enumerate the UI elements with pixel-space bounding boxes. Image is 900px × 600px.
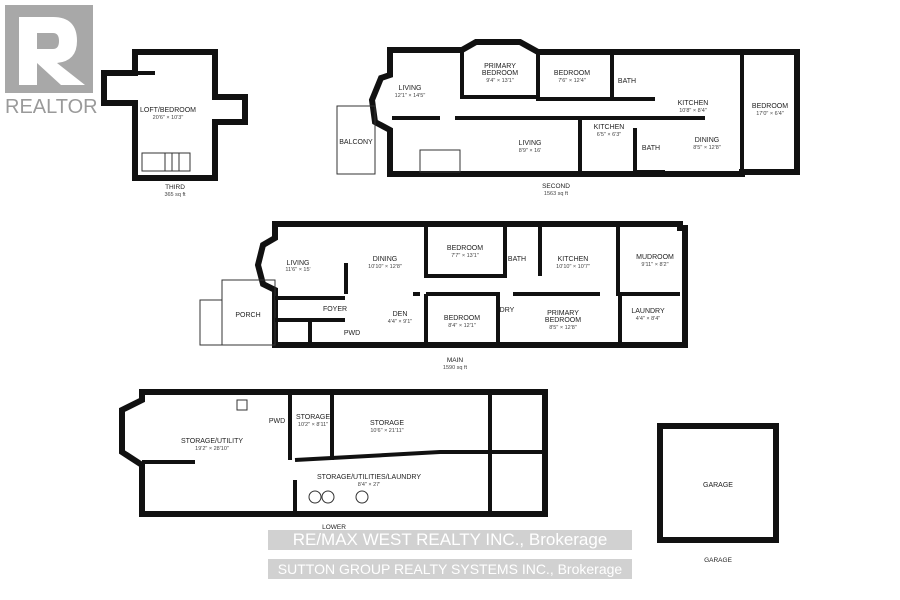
room-label: KITCHEN [678, 100, 709, 107]
room-dimensions: 7'6" × 12'4" [558, 78, 586, 84]
room-dimensions: 8'4" × 12'1" [448, 323, 476, 329]
room-label: PWD [269, 418, 285, 425]
room-dimensions: 19'2" × 28'10" [195, 446, 229, 452]
room-dimensions: 12'1" × 14'5" [395, 93, 426, 99]
room-dimensions: 17'0" × 6'4" [756, 111, 784, 117]
room-label: BEDROOM [447, 245, 483, 252]
floor-name: SECOND [542, 183, 570, 190]
room-dimensions: 7'7" × 13'1" [451, 253, 479, 259]
room-label: KITCHEN [594, 124, 625, 131]
second-floor: LIVING 12'1" × 14'5" PRIMARY BEDROOM 9'4… [336, 39, 800, 197]
room-label: STORAGE [296, 414, 330, 421]
room-label: STORAGE/UTILITIES/LAUNDRY [317, 474, 421, 481]
floor-area: 1590 sq ft [443, 365, 468, 371]
room-label-line2: BEDROOM [482, 70, 518, 77]
room-dimensions: 6'5" × 6'3" [597, 132, 622, 138]
room-dimensions: 9'4" × 13'1" [486, 78, 514, 84]
room-label: GARAGE [703, 482, 733, 489]
room-label: BEDROOM [752, 103, 788, 110]
room-dimensions: 11'6" × 15' [285, 267, 310, 273]
room-label: FOYER [323, 306, 347, 313]
room-label: BEDROOM [444, 315, 480, 322]
room-label: BEDROOM [554, 70, 590, 77]
main-floor: LIVING 11'6" × 15' DINING 10'10" × 12'8"… [199, 221, 688, 371]
room-label: KITCHEN [558, 256, 589, 263]
room-label: PWD [344, 330, 360, 337]
floor-name: GARAGE [704, 557, 732, 564]
brokerage-watermark: SUTTON GROUP REALTY SYSTEMS INC., Broker… [268, 559, 632, 579]
floor-name: THIRD [165, 184, 185, 191]
room-label: PRIMARY [547, 310, 579, 317]
room-label: DRY [500, 307, 515, 314]
room-label: DEN [393, 311, 408, 318]
realtor-logo-text: REALTOR [5, 96, 98, 118]
room-dimensions: 4'4" × 8'4" [636, 316, 661, 322]
room-label: DINING [695, 137, 720, 144]
floor-name: LOWER [322, 524, 346, 531]
room-label: LAUNDRY [631, 308, 665, 315]
room-label: DINING [373, 256, 398, 263]
room-dimensions: 10'10" × 10'7" [556, 264, 590, 270]
room-label: LOFT/BEDROOM [140, 107, 196, 114]
room-label: LIVING [399, 85, 422, 92]
room-dimensions: 20'6" × 10'3" [153, 115, 184, 121]
room-label: PRIMARY [484, 63, 516, 70]
room-dimensions: 10'2" × 8'11" [298, 422, 328, 428]
room-dimensions: 10'10" × 12'8" [368, 264, 402, 270]
room-dimensions: 8'4" × 27' [358, 482, 381, 488]
brokerage-watermark: RE/MAX WEST REALTY INC., Brokerage [268, 530, 632, 550]
room-label: STORAGE/UTILITY [181, 438, 243, 445]
room-label: STORAGE [370, 420, 404, 427]
room-label: BALCONY [339, 139, 373, 146]
room-dimensions: 8'9" × 16' [519, 148, 542, 154]
third-floor: LOFT/BEDROOM 20'6" × 10'3" THIRD 365 sq … [101, 49, 248, 198]
floor-name: MAIN [447, 357, 464, 364]
room-dimensions: 10'6" × 21'11" [370, 428, 403, 434]
room-label: MUDROOM [636, 254, 674, 261]
room-dimensions: 8'5" × 12'8" [549, 325, 577, 331]
floor-area: 1563 sq ft [544, 191, 569, 197]
room-dimensions: 8'5" × 12'8" [693, 145, 721, 151]
lower-floor: STORAGE/UTILITY 19'2" × 28'10" PWD STORA… [119, 389, 548, 531]
room-label-line2: BEDROOM [545, 317, 581, 324]
floor-area: 365 sq ft [164, 192, 186, 198]
room-dimensions: 9'11" × 8'2" [641, 262, 668, 268]
realtor-r-icon [19, 17, 85, 85]
room-label: BATH [618, 78, 636, 85]
room-dimensions: 4'4" × 9'1" [388, 319, 413, 325]
realtor-logo: REALTOR [5, 5, 98, 119]
room-label: LIVING [519, 140, 542, 147]
room-dimensions: 10'8" × 8'4" [679, 108, 707, 114]
garage: GARAGE GARAGE [657, 423, 779, 564]
room-label: LIVING [287, 260, 310, 267]
room-label: BATH [642, 145, 660, 152]
room-label: PORCH [235, 312, 260, 319]
room-label: BATH [508, 256, 526, 263]
